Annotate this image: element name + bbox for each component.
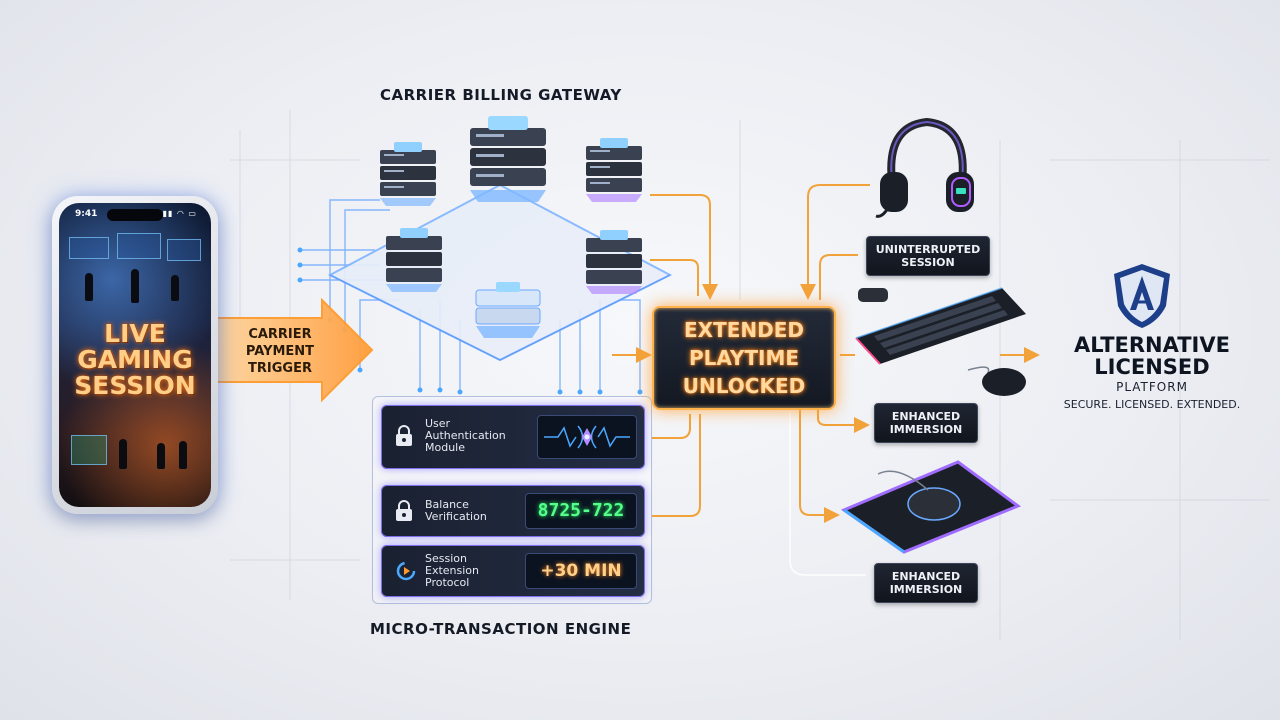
mousepad-icon xyxy=(840,460,1022,554)
game-screen-panel xyxy=(71,435,107,465)
center-label-line: UNLOCKED xyxy=(682,374,806,398)
game-screen-panel xyxy=(69,237,109,259)
arrow-label-line: CARRIER xyxy=(248,327,312,342)
arrow-label-line: TRIGGER xyxy=(248,361,312,376)
enhanced-immersion-tag: ENHANCED IMMERSION xyxy=(874,563,978,603)
lock-icon xyxy=(396,500,412,521)
headset-icon xyxy=(875,117,974,218)
module-label: Session Extension Protocol xyxy=(425,553,479,589)
lock-icon xyxy=(396,425,412,446)
phone-notch xyxy=(107,209,163,221)
platform-tagline: SECURE. LICENSED. EXTENDED. xyxy=(1063,398,1241,411)
module-label-line: Verification xyxy=(425,510,487,523)
module-label-line: Protocol xyxy=(425,576,470,589)
module-label-line: Module xyxy=(425,441,465,454)
shield-a-logo xyxy=(1114,264,1170,328)
controller-icon xyxy=(858,288,888,302)
biometric-scan-display xyxy=(537,415,637,459)
phone-label-line: LIVE xyxy=(104,319,166,348)
phone-screen: 9:41 ▮▮ ◠ ▭ LIVE GAMING SESSION xyxy=(59,203,211,507)
user-authentication-module: User Authentication Module xyxy=(381,405,645,469)
module-label-line: Session xyxy=(425,552,467,565)
phone-label-line: GAMING xyxy=(77,345,193,374)
platform-title-line: LICENSED xyxy=(1094,355,1210,379)
server-hub-icon xyxy=(475,282,541,338)
mouse-icon xyxy=(967,366,1026,396)
status-icons: ▮▮ ◠ ▭ xyxy=(162,209,197,218)
platform-subtitle: PLATFORM xyxy=(1116,380,1188,394)
tag-line: ENHANCED xyxy=(891,570,961,583)
tag-line: SESSION xyxy=(901,256,955,269)
phone-label-line: SESSION xyxy=(74,371,196,400)
enhanced-immersion-tag: ENHANCED IMMERSION xyxy=(874,403,978,443)
tag-line: ENHANCED xyxy=(891,410,961,423)
tag-line: IMMERSION xyxy=(889,423,963,436)
carrier-payment-trigger-label: CARRIER PAYMENT TRIGGER xyxy=(220,326,340,377)
player-figure xyxy=(171,275,179,301)
status-time: 9:41 xyxy=(75,209,98,219)
center-label-line: PLAYTIME xyxy=(688,346,800,370)
game-screen-panel xyxy=(167,239,201,261)
session-extension-readout: +30 MIN xyxy=(525,553,637,589)
server-stack-icon xyxy=(586,138,642,202)
server-stack-icon xyxy=(380,142,436,206)
server-cluster-icon xyxy=(327,183,673,362)
smartphone: 9:41 ▮▮ ◠ ▭ LIVE GAMING SESSION xyxy=(52,196,218,514)
player-figure xyxy=(179,441,187,469)
carrier-payment-arrow xyxy=(211,297,374,403)
arrow-label-line: PAYMENT xyxy=(245,344,315,359)
platform-title-line: ALTERNATIVE xyxy=(1074,333,1230,357)
session-extension-protocol-module: Session Extension Protocol +30 MIN xyxy=(381,545,645,597)
keyboard-icon xyxy=(855,287,1026,365)
engine-title: MICRO-TRANSACTION ENGINE xyxy=(370,620,632,638)
player-figure xyxy=(119,439,127,469)
module-label-line: Authentication xyxy=(425,429,506,442)
game-screen-panel xyxy=(117,233,161,259)
module-label-line: User xyxy=(425,417,451,430)
player-figure xyxy=(131,269,139,303)
uninterrupted-session-tag: UNINTERRUPTED SESSION xyxy=(866,236,990,276)
tag-line: IMMERSION xyxy=(889,583,963,596)
player-figure xyxy=(85,273,93,301)
live-gaming-session-label: LIVE GAMING SESSION xyxy=(59,321,211,399)
micro-transaction-engine-panel: User Authentication Module Balance Verif xyxy=(372,396,652,604)
module-label: Balance Verification xyxy=(425,499,487,523)
module-label-line: Balance xyxy=(425,498,469,511)
server-stack-icon xyxy=(470,116,546,202)
balance-digital-readout: 8725-722 xyxy=(525,493,637,529)
gateway-title: CARRIER BILLING GATEWAY xyxy=(380,86,622,104)
player-figure xyxy=(157,443,165,469)
refresh-icon xyxy=(396,561,416,581)
waveform-icon xyxy=(544,425,630,449)
server-stack-icon xyxy=(386,228,442,292)
alternative-licensed-title: ALTERNATIVE LICENSED xyxy=(1042,334,1262,378)
server-stack-icon xyxy=(586,230,642,294)
tag-line: UNINTERRUPTED xyxy=(875,243,981,256)
balance-verification-module: Balance Verification 8725-722 xyxy=(381,485,645,537)
module-label: User Authentication Module xyxy=(425,418,506,454)
center-label-line: EXTENDED xyxy=(684,318,804,342)
extended-playtime-unlocked-box: EXTENDED PLAYTIME UNLOCKED xyxy=(652,306,836,410)
module-label-line: Extension xyxy=(425,564,480,577)
